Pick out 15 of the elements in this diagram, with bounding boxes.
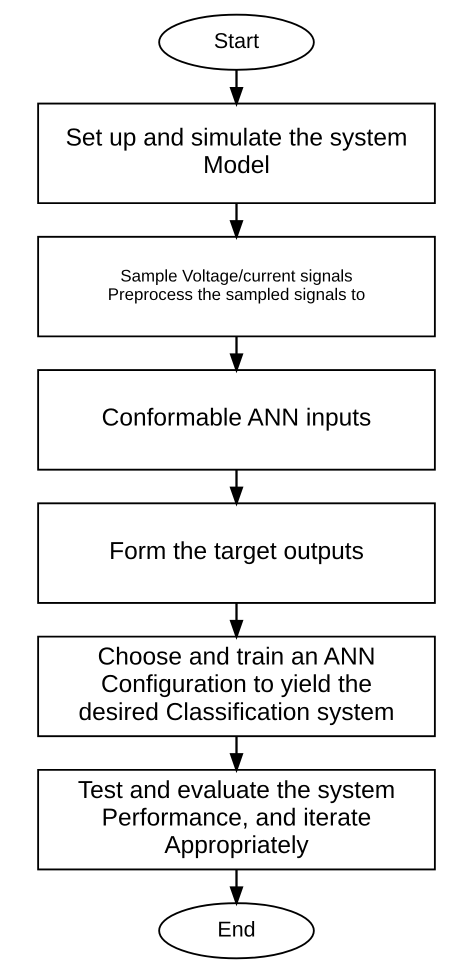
arrow: [229, 470, 243, 507]
arrow: [229, 336, 243, 374]
arrow: [229, 736, 243, 774]
node-box: Choose and train an ANN Configuration to yield the desired Classification system: [36, 636, 436, 738]
node-ellipse: Start: [158, 14, 314, 71]
node-box: Form the target outputs: [36, 502, 436, 604]
node-box: Test and evaluate the system Performance, and iterate Appropriately: [36, 768, 436, 870]
node-box: Sample Voltage/current signals Preprocess the sampled signals to: [36, 236, 436, 338]
node-box: Set up and simulate the system Model: [36, 102, 436, 204]
node-box: Conformable ANN inputs: [36, 369, 436, 471]
arrow: [229, 203, 243, 240]
node-ellipse: End: [158, 902, 314, 960]
arrow: [229, 870, 243, 906]
arrow: [229, 70, 243, 107]
arrow: [229, 603, 243, 640]
